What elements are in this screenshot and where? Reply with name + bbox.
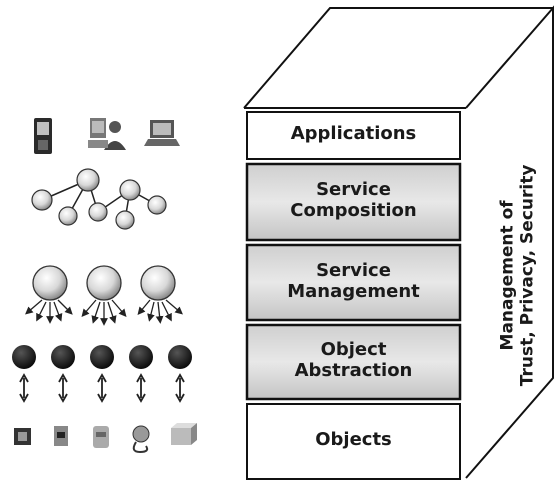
object-abstraction-balls [12, 345, 192, 369]
layer-object-abstraction-box [245, 323, 462, 401]
abstraction-ball [12, 345, 36, 369]
desktop-user-icon [88, 118, 126, 150]
laptop-icon [144, 120, 180, 146]
network-node [147, 195, 167, 215]
layer-service-composition-label: Service Composition [247, 179, 460, 221]
sensor-icon [14, 428, 31, 445]
abstraction-ball [90, 345, 114, 369]
network-node [58, 206, 78, 226]
network-node [31, 189, 53, 211]
layer-applications-label: Applications [247, 123, 460, 145]
box-device-icon [171, 423, 197, 445]
service-sphere [32, 265, 68, 301]
double-arrows [19, 373, 185, 403]
service-sphere [86, 265, 122, 301]
object-abstraction-text-2: Abstraction [294, 359, 413, 381]
architecture-box [243, 5, 554, 479]
layer-objects-label: Objects [247, 429, 460, 451]
device-objects [14, 423, 197, 454]
camera-icon [132, 425, 150, 454]
side-label-line1: Management of [497, 200, 518, 351]
layer-service-management-label: Service Management [247, 260, 460, 302]
service-sphere [140, 265, 176, 301]
network-nodes [31, 168, 167, 230]
network-node [119, 179, 141, 201]
layer-objects-box [246, 403, 461, 480]
service-composition-text-2: Composition [290, 199, 417, 221]
service-composition-text-1: Service [316, 179, 391, 200]
network-node [115, 210, 135, 230]
box-side-face [465, 5, 554, 479]
tag-icon [54, 426, 68, 446]
layer-service-composition-box [245, 162, 462, 242]
abstraction-ball [129, 345, 153, 369]
service-spheres [32, 265, 176, 301]
network-node [76, 168, 100, 192]
abstraction-ball [168, 345, 192, 369]
object-abstraction-text-1: Object [320, 339, 387, 360]
phone-icon [34, 118, 52, 154]
service-arrows [25, 299, 183, 326]
objects-text: Objects [315, 429, 392, 450]
abstraction-ball [51, 345, 75, 369]
network-node [88, 202, 108, 222]
trust-privacy-security-label: Management of Trust, Privacy, Security [498, 115, 539, 435]
side-label-line2: Trust, Privacy, Security [518, 164, 538, 387]
canister-icon [93, 426, 109, 448]
service-management-text-2: Management [287, 280, 420, 302]
layer-service-management-box [245, 243, 462, 322]
layer-applications-box [246, 111, 461, 160]
service-management-text-1: Service [316, 260, 391, 281]
box-top-edge [243, 7, 553, 109]
applications-text: Applications [290, 123, 417, 144]
layer-object-abstraction-label: Object Abstraction [247, 339, 460, 381]
